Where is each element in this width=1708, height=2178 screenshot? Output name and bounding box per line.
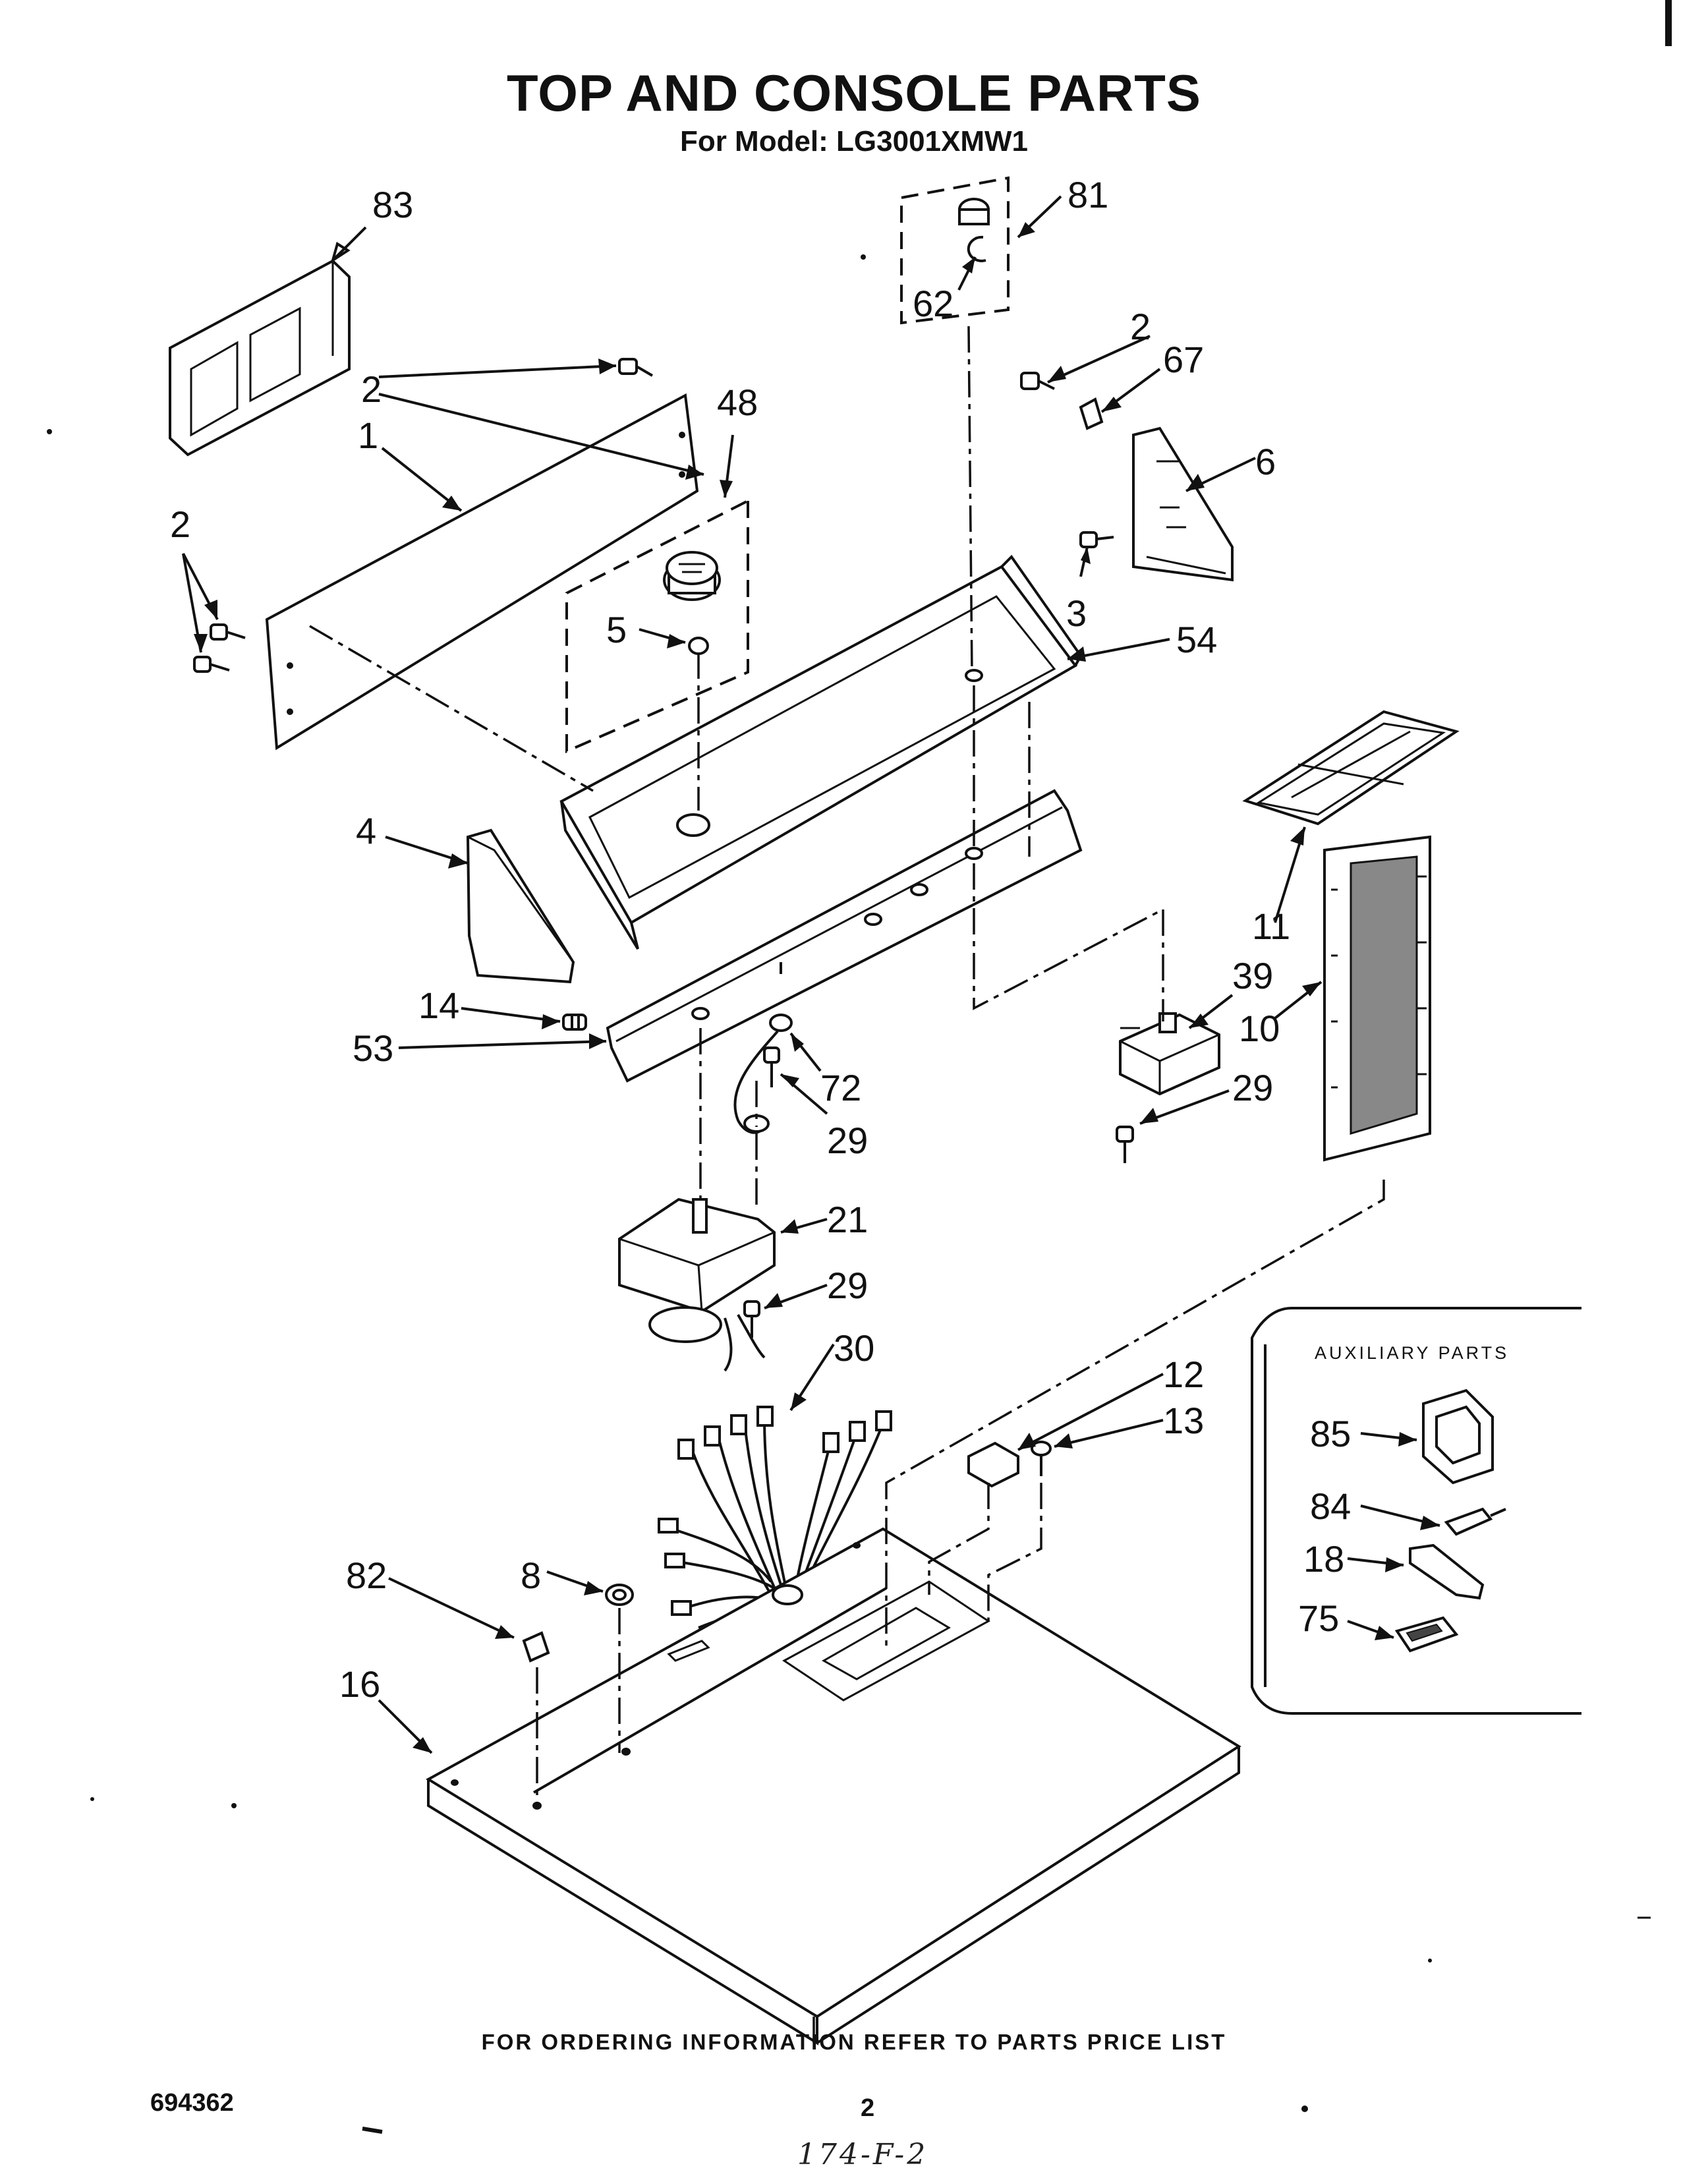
callout-16: 16 [339, 1663, 380, 1705]
part-21-motor [618, 1197, 776, 1372]
part-48-knob-group [565, 498, 749, 754]
callout-29-center: 29 [827, 1120, 868, 1161]
assembly-lines [309, 326, 1385, 2049]
part-82-clip [522, 1631, 550, 1663]
aux-callout-85: 85 [1310, 1413, 1351, 1454]
document-number: 694362 [150, 2089, 234, 2117]
callout-1: 1 [358, 415, 378, 456]
part-72-clip [733, 1014, 793, 1134]
callout-12: 12 [1163, 1354, 1204, 1395]
callout-39: 39 [1232, 955, 1273, 996]
callout-2-right: 2 [1130, 306, 1151, 347]
scan-specks [47, 254, 1651, 2134]
callout-13: 13 [1163, 1400, 1204, 1441]
aux-callout-18: 18 [1303, 1538, 1344, 1580]
callout-29-motor: 29 [827, 1265, 868, 1306]
part-10-lint-screen [1323, 835, 1431, 1162]
callout-14: 14 [418, 985, 459, 1026]
callout-81: 81 [1068, 174, 1108, 215]
callout-6: 6 [1255, 441, 1276, 482]
callout-3: 3 [1066, 592, 1087, 634]
handwritten-note: 174-F-2 [797, 2138, 928, 2171]
callout-54: 54 [1176, 619, 1217, 660]
screw-2-left-b [193, 656, 230, 673]
part-84-terminal [1444, 1507, 1506, 1536]
callout-62: 62 [913, 283, 954, 324]
screw-3 [1079, 531, 1114, 548]
part-18-bracket [1409, 1543, 1485, 1600]
part-85-housing [1422, 1389, 1494, 1485]
part-11-lint-cover [1242, 710, 1460, 826]
callout-53: 53 [353, 1027, 393, 1069]
page-number: 2 [861, 2094, 875, 2122]
page-title: TOP AND CONSOLE PARTS [507, 64, 1201, 122]
callout-2-top: 2 [361, 368, 382, 410]
part-4-endcap [466, 828, 575, 984]
screw-2-left-a [210, 623, 246, 641]
callout-11: 11 [1252, 905, 1290, 947]
callout-10: 10 [1239, 1008, 1280, 1049]
part-6-bracket [1132, 426, 1234, 582]
screw-2-top [618, 358, 654, 377]
part-81-group [900, 176, 1010, 325]
callout-48: 48 [717, 382, 758, 423]
ordering-info-note: FOR ORDERING INFORMATION REFER TO PARTS … [481, 2030, 1227, 2054]
callout-67: 67 [1163, 339, 1204, 380]
screw-29-switch [1116, 1126, 1134, 1163]
part-67-clip [1079, 397, 1104, 430]
callout-5: 5 [606, 609, 627, 650]
part-16-top [426, 1527, 1241, 2046]
callout-21: 21 [827, 1199, 868, 1240]
leader-lines [182, 195, 1323, 1754]
callout-2-left: 2 [170, 503, 190, 545]
aux-callout-75: 75 [1298, 1597, 1339, 1639]
part-1-panel [265, 393, 699, 751]
callout-labels: 83 2 1 48 2 5 81 62 2 67 6 3 54 4 14 53 … [170, 174, 1290, 1705]
callout-29-switch: 29 [1232, 1067, 1273, 1108]
part-12-clip [967, 1441, 1019, 1488]
part-53-channel [606, 789, 1083, 1083]
model-subtitle: For Model: LG3001XMW1 [679, 125, 1029, 158]
part-75-connector [1394, 1616, 1459, 1653]
part-83-frame [169, 259, 351, 457]
callout-82: 82 [346, 1555, 387, 1596]
part-8-grommet [605, 1584, 634, 1606]
callout-72: 72 [820, 1067, 861, 1108]
screw-29-center [763, 1046, 780, 1087]
part-54-console-top [559, 554, 1083, 950]
screw-29-motor [743, 1300, 760, 1338]
callout-4: 4 [356, 810, 376, 851]
part-13-screw [1031, 1441, 1052, 1476]
screw-2-right [1020, 372, 1055, 390]
callout-8: 8 [521, 1555, 541, 1596]
auxiliary-parts-title: AUXILIARY PARTS [1315, 1343, 1509, 1363]
callout-30: 30 [834, 1327, 874, 1369]
screw-14 [562, 1014, 587, 1031]
part-39-switch [1119, 1012, 1220, 1096]
auxiliary-parts-box: AUXILIARY PARTS 85 84 18 75 [1251, 1307, 1581, 1715]
aux-callout-84: 84 [1310, 1485, 1351, 1527]
callout-83: 83 [372, 184, 413, 225]
